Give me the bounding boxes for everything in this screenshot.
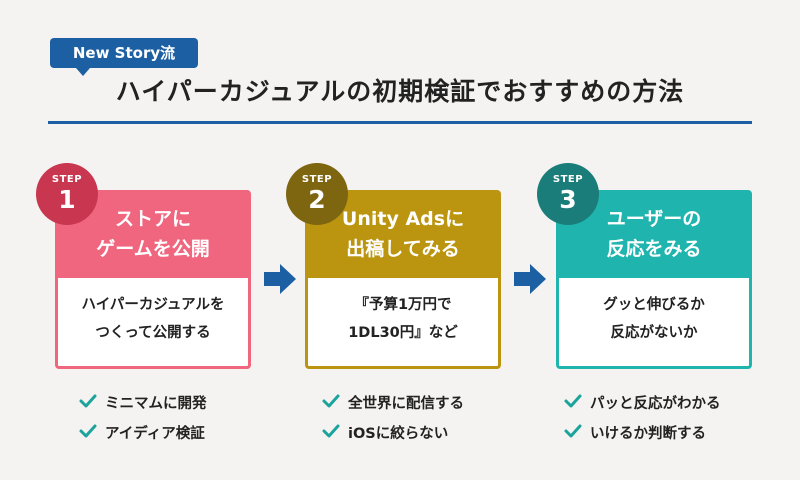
step-1-title-line1: ストアに bbox=[114, 208, 191, 230]
step-1-title-line2: ゲームを公開 bbox=[96, 238, 210, 260]
step-1-badge-number: 1 bbox=[58, 185, 76, 214]
checkmark-icon bbox=[321, 391, 341, 415]
step-2-badge: STEP 2 bbox=[286, 163, 348, 225]
check-item-label: パッと反応がわかる bbox=[590, 396, 721, 412]
checkmark-icon bbox=[78, 391, 98, 415]
step-2-badge-number: 2 bbox=[308, 185, 326, 214]
check-item-label: 全世界に配信する bbox=[348, 396, 464, 412]
step-1-badge-word: STEP bbox=[51, 174, 83, 185]
step-2-body-line1: 『予算1万円で bbox=[354, 297, 452, 313]
step-3-badge-word: STEP bbox=[552, 174, 584, 185]
checkmark-icon bbox=[78, 421, 98, 445]
step-3-body-line2: 反応がないか bbox=[610, 325, 698, 341]
checkmark-icon bbox=[563, 421, 583, 445]
step-2-body: 『予算1万円で 1DL30円』など bbox=[305, 278, 501, 369]
step-3-badge: STEP 3 bbox=[537, 163, 599, 225]
step-1-body: ハイパーカジュアルを つくって公開する bbox=[55, 278, 251, 369]
checkmark-icon bbox=[563, 391, 583, 415]
step-1-badge: STEP 1 bbox=[36, 163, 98, 225]
page-title: ハイパーカジュアルの初期検証でおすすめの方法 bbox=[115, 77, 685, 106]
check-item-label: アイディア検証 bbox=[105, 426, 205, 442]
step-1-body-line1: ハイパーカジュアルを bbox=[81, 297, 225, 313]
step-2-body-line2: 1DL30円』など bbox=[348, 325, 458, 341]
step-3-card: ユーザーの 反応をみる グッと伸びるか 反応がないか bbox=[556, 190, 752, 370]
step-1-card: ストアに ゲームを公開 ハイパーカジュアルを つくって公開する bbox=[55, 190, 251, 370]
step-3-body-line1: グッと伸びるか bbox=[603, 297, 705, 313]
step-3-badge-number: 3 bbox=[559, 185, 577, 214]
step-3-title-line2: 反応をみる bbox=[606, 238, 702, 260]
check-item-label: ミニマムに開発 bbox=[105, 396, 207, 412]
check-item-label: いけるか判断する bbox=[590, 426, 706, 442]
step-3-body: グッと伸びるか 反応がないか bbox=[556, 278, 752, 369]
step-2-title-line1: Unity Adsに bbox=[341, 208, 465, 230]
title-underline bbox=[48, 121, 752, 124]
step-1-header: ストアに ゲームを公開 bbox=[55, 190, 251, 278]
check-item-label: iOSに絞らない bbox=[348, 426, 449, 442]
step-1-body-line2: つくって公開する bbox=[95, 325, 211, 341]
checkmark-icon bbox=[321, 421, 341, 445]
step-2-title-line2: 出稿してみる bbox=[346, 238, 460, 260]
new-story-tag: New Story流 bbox=[50, 38, 198, 76]
step-2-badge-word: STEP bbox=[301, 174, 333, 185]
step-3-title-line1: ユーザーの bbox=[606, 208, 702, 230]
